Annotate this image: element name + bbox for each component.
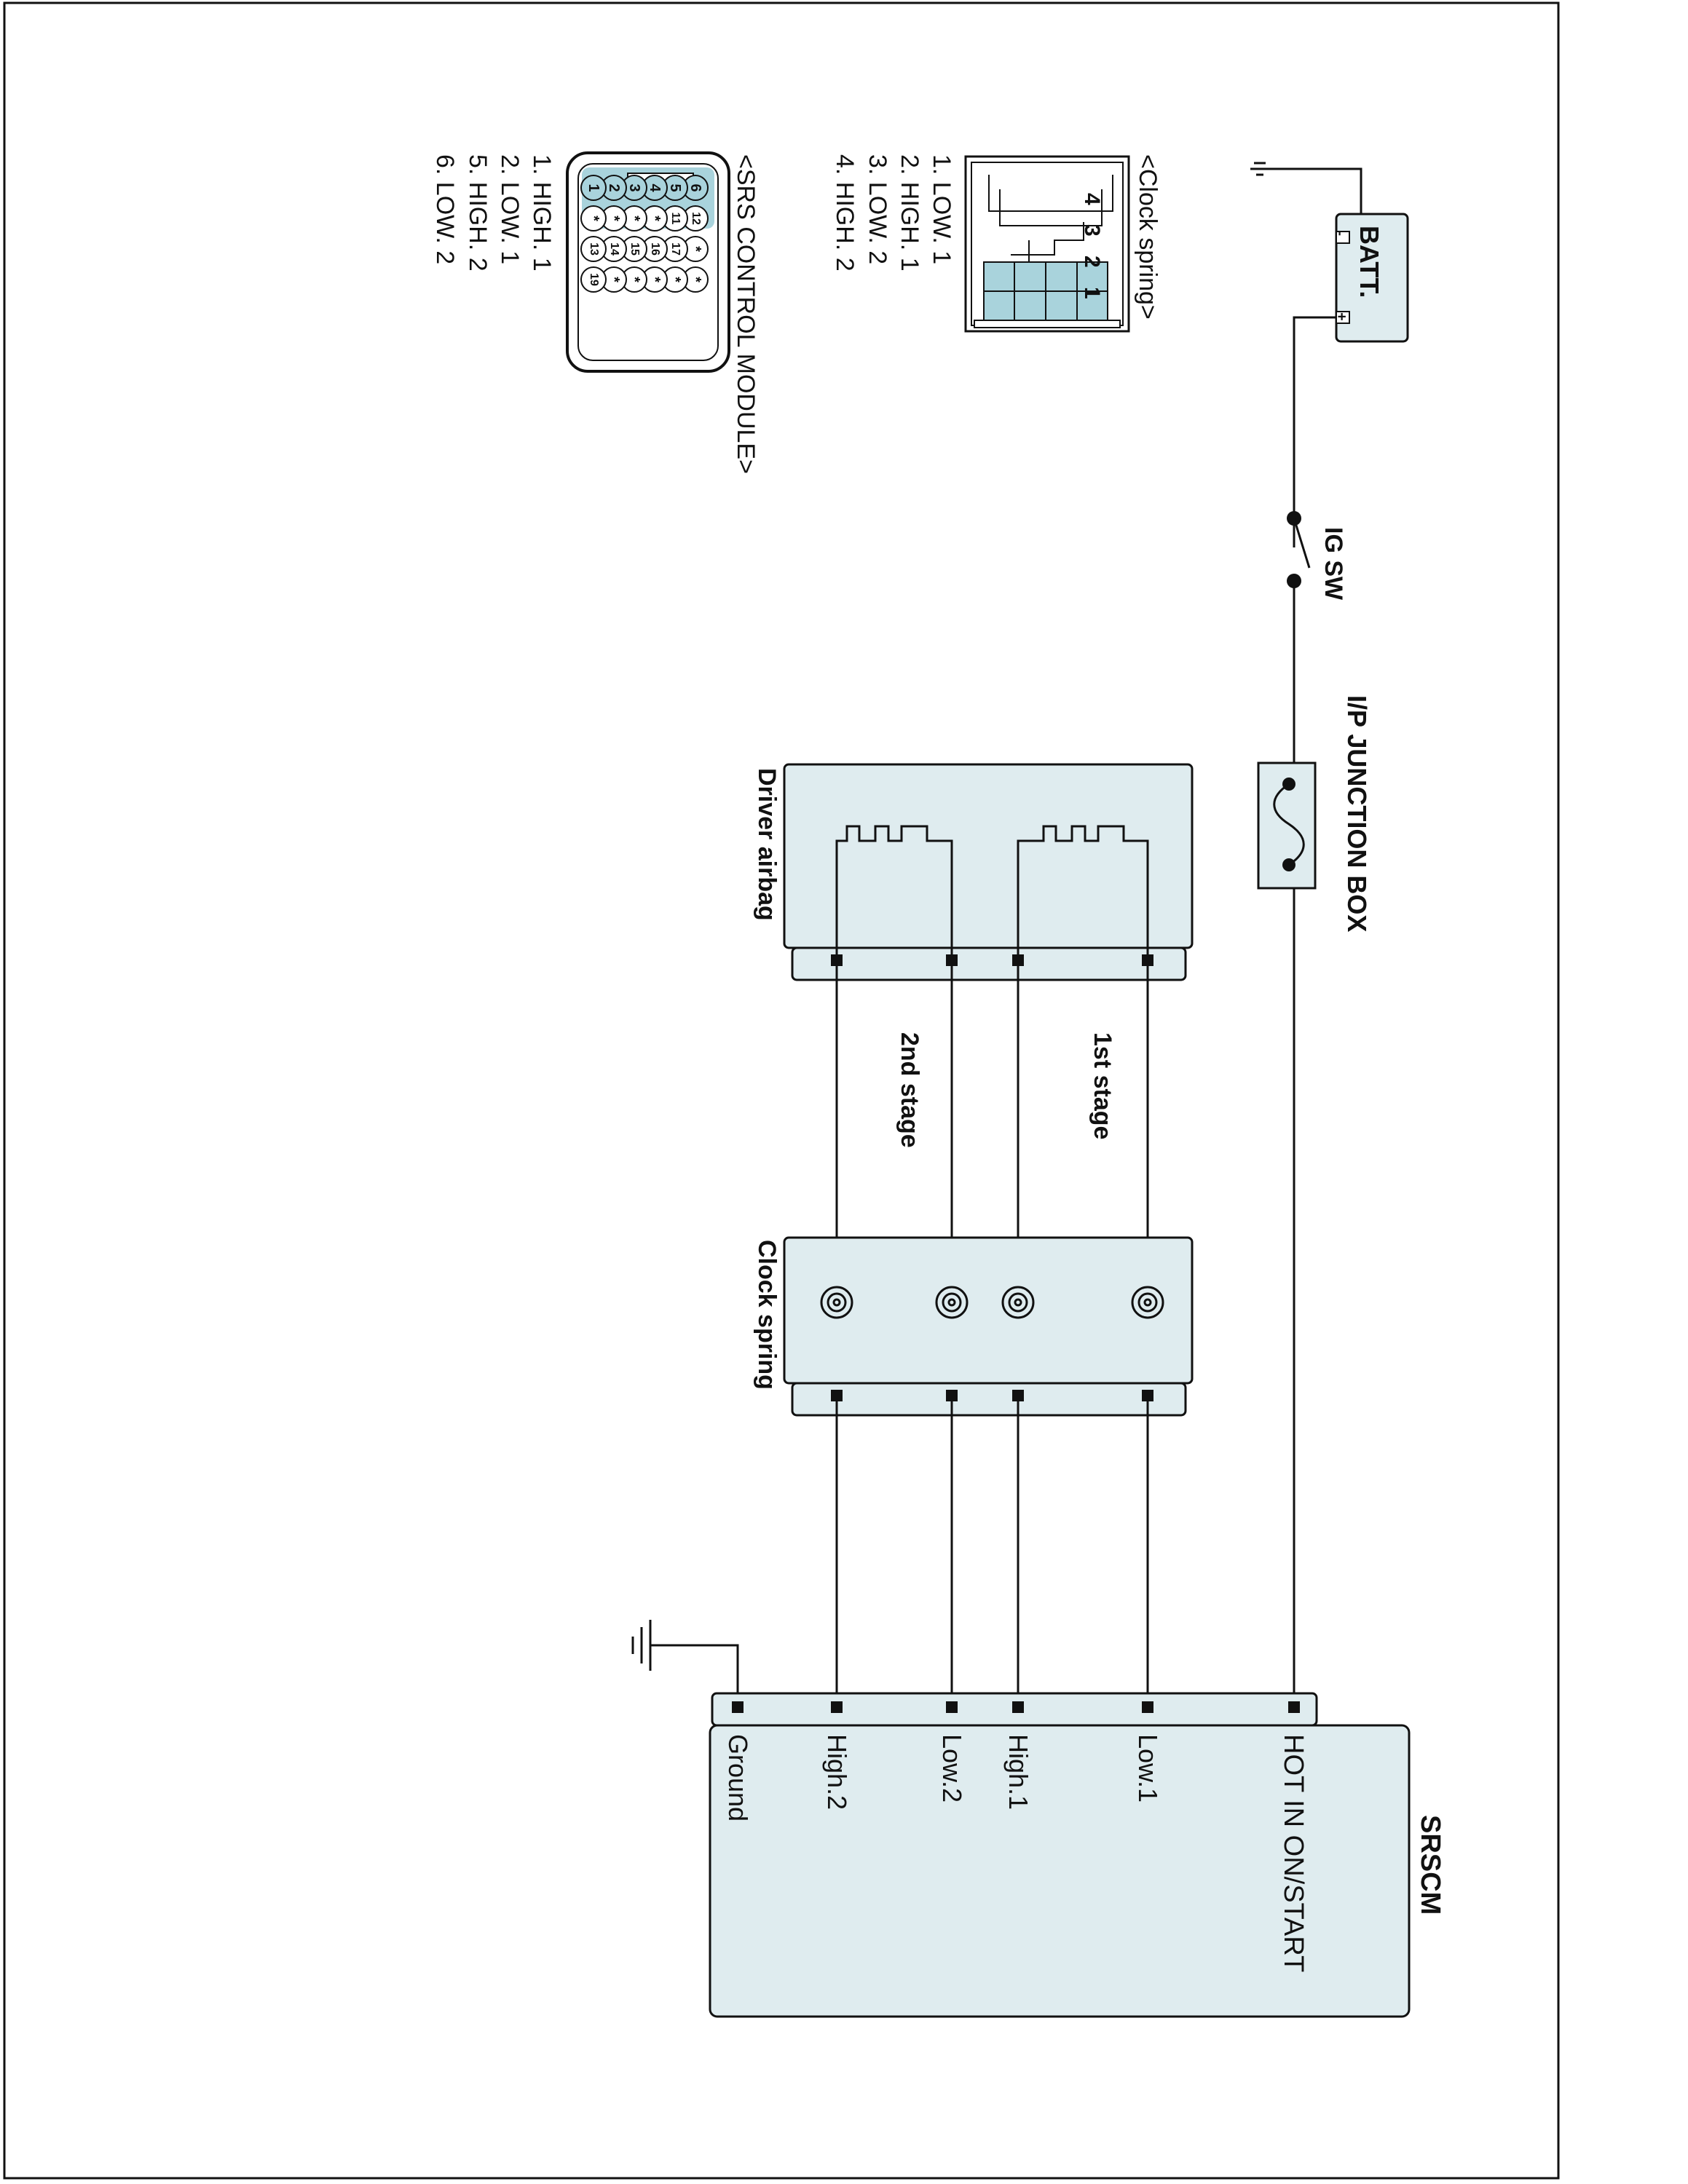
clock-spring-legend: 1. LOW. 1 2. HIGH. 1 3. LOW. 2 4. HIGH. … [829,154,958,272]
srscm-pin-low2: Low.2 [937,1734,967,1803]
junction-box-label: I/P JUNCTION BOX [1342,695,1372,933]
srscm-pin-low1: Low.1 [1133,1734,1163,1803]
battery-box [1335,213,1409,343]
clock-spring-pin-1: 1 [1080,287,1104,299]
driver-airbag-box [783,763,1194,949]
clock-spring-legend-item: 2. HIGH. 1 [895,154,923,272]
battery-neg-label: - [1333,232,1348,236]
second-stage-squib-icon [835,825,953,960]
page-border [3,1,1560,2180]
srs-module-pin: 19 [580,266,607,293]
srscm-pin-ground: Ground [723,1734,753,1822]
clock-spring-legend-item: 1. LOW. 1 [928,154,955,265]
srs-module-pin: 1 [580,175,607,201]
driver-airbag-label: Driver airbag [753,768,781,921]
battery-to-igsw-wire [1293,316,1336,547]
clock-spring-pin-2: 2 [1080,256,1104,268]
clock-spring-out-connector [791,1382,1187,1417]
srscm-title: SRSCM [1415,1815,1446,1915]
clock-spring-box [783,1236,1194,1385]
first-stage-squib-icon [1017,825,1149,960]
ig-switch-symbol [1287,511,1311,588]
driver-airbag-connector [791,946,1187,981]
srs-module-connector-title: <SRS CONTROL MODULE> [732,154,760,474]
battery-neg-terminal [1336,231,1350,244]
battery-label: BATT. [1354,226,1384,298]
first-stage-label: 1st stage [1089,1032,1116,1140]
fuse-symbol [1273,778,1305,871]
srs-module-pin: * [580,205,607,232]
clock-spring-connector-face [964,155,1130,333]
srscm-pin-high2: High.2 [822,1734,852,1811]
srscm-ground-symbol [631,1620,652,1671]
battery-pos-label: + [1333,312,1349,321]
second-stage-label: 2nd stage [896,1032,923,1148]
srs-module-legend-item: 5. HIGH. 2 [463,154,492,272]
clock-spring-box-label: Clock spring [753,1240,781,1390]
srs-module-legend-item: 2. LOW. 1 [495,154,524,265]
ig-switch-label: IG SW [1320,527,1347,601]
srscm-pin-hot: HOT IN ON/START [1278,1734,1309,1973]
srscm-box [709,1724,1411,2018]
srscm-pin-high1: High.1 [1003,1734,1033,1811]
srs-module-pin: 13 [580,236,607,262]
srs-module-legend: 1. HIGH. 1 2. LOW. 1 5. HIGH. 2 6. LOW. … [429,154,558,272]
junction-box-body [1257,761,1317,890]
clock-spring-legend-item: 4. HIGH. 2 [831,154,859,272]
srs-module-legend-item: 6. LOW. 2 [431,154,460,265]
clock-spring-pin-3: 3 [1080,224,1104,237]
clock-spring-connector-title: <Clock spring> [1134,154,1162,320]
srs-module-legend-item: 1. HIGH. 1 [528,154,556,272]
clock-spring-pin-4: 4 [1080,193,1104,205]
clock-spring-coil-icons [820,1286,1164,1319]
clock-spring-legend-item: 3. LOW. 2 [863,154,891,265]
